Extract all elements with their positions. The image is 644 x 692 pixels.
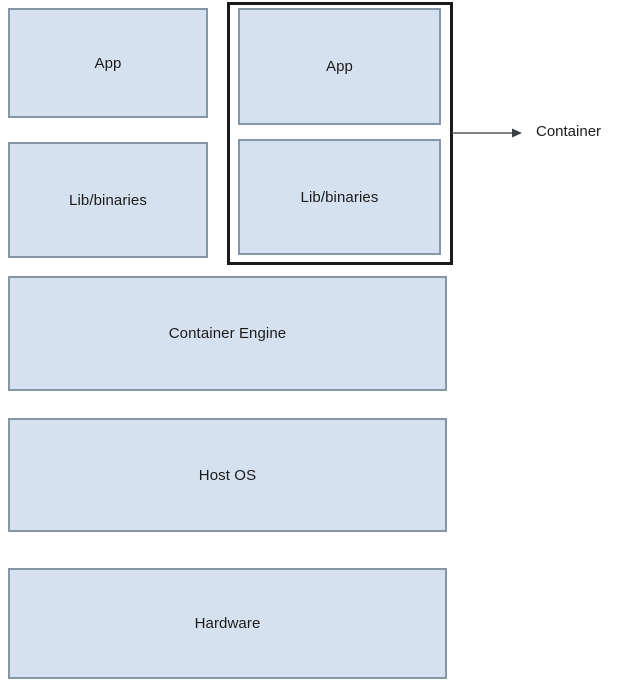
box-label: Hardware (194, 615, 261, 632)
box-host-os: Host OS (8, 418, 447, 532)
box-label: Lib/binaries (69, 191, 147, 209)
box-label: Lib/binaries (300, 188, 379, 206)
box-app-left: App (8, 8, 208, 118)
box-label: Host OS (198, 466, 257, 484)
box-label: App (94, 54, 122, 72)
box-app-container: App (238, 8, 441, 125)
arrow-right-icon (452, 128, 522, 138)
box-label: Container Engine (168, 325, 287, 342)
box-container-engine: Container Engine (8, 276, 447, 391)
box-label: App (326, 58, 353, 75)
box-lib-binaries-container: Lib/binaries (238, 139, 441, 255)
box-lib-binaries-left: Lib/binaries (8, 142, 208, 258)
box-hardware: Hardware (8, 568, 447, 679)
callout-label-container: Container (536, 123, 602, 140)
